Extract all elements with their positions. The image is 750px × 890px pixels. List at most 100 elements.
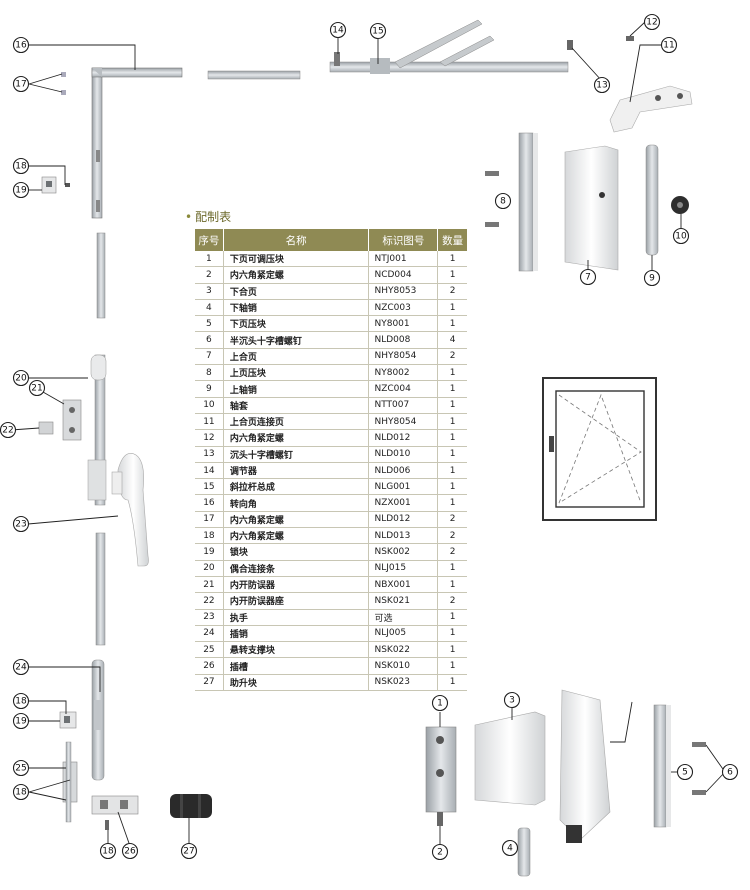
cell-code: NTT007	[368, 397, 439, 414]
callout-3: 3	[503, 691, 521, 709]
callout-4: 4	[501, 839, 519, 857]
cell-code: NLD006	[368, 462, 439, 480]
lift-block-27	[170, 794, 212, 818]
callout-number: 15	[372, 27, 383, 37]
header-no: 序号	[195, 229, 224, 251]
adjustable-block-1	[425, 726, 457, 813]
leader-lines	[10, 21, 726, 849]
callout-number: 1	[437, 699, 443, 709]
bottom-leaf-clamp-5	[653, 704, 671, 828]
callout-14: 14	[329, 21, 347, 39]
callout-circle	[501, 839, 519, 857]
connecting-bar-upper	[96, 232, 106, 319]
table-title: •配制表	[185, 208, 231, 225]
callout-circle	[329, 21, 347, 39]
callout-18: 18	[12, 783, 30, 801]
callout-number: 23	[15, 520, 26, 530]
callout-15: 15	[369, 22, 387, 40]
cell-no: 5	[195, 315, 224, 333]
header-name: 名称	[223, 229, 370, 251]
cell-qty: 2	[437, 543, 467, 561]
callout-number: 7	[585, 273, 591, 283]
callout-16: 16	[12, 36, 30, 54]
cell-name: 上轴销	[223, 380, 370, 398]
screw-13	[567, 40, 573, 50]
cell-name: 内六角紧定螺	[223, 429, 370, 447]
cell-no: 8	[195, 364, 224, 382]
cell-code: NTJ001	[368, 251, 439, 268]
cell-qty: 1	[437, 560, 467, 577]
callout-8: 8	[494, 192, 512, 210]
bottom-hinge-3b	[559, 689, 611, 843]
callout-6: 6	[721, 763, 739, 781]
cell-qty: 1	[437, 364, 467, 382]
cell-code: NLD010	[368, 446, 439, 463]
cell-qty: 1	[437, 494, 467, 512]
cell-qty: 1	[437, 299, 467, 317]
callout-circle	[99, 842, 117, 860]
cell-name: 内六角紧定螺	[223, 266, 370, 284]
cell-qty: 1	[437, 446, 467, 463]
cell-qty: 2	[437, 592, 467, 610]
cell-name: 斜拉杆总成	[223, 478, 370, 496]
stay-arm-15	[329, 19, 569, 74]
callout-2: 2	[431, 843, 449, 861]
cell-code: NLD008	[368, 331, 439, 349]
cell-no: 4	[195, 299, 224, 317]
bullet-icon: •	[185, 210, 193, 224]
cell-no: 1	[195, 251, 224, 268]
cell-name: 调节器	[223, 462, 370, 480]
callout-circle	[660, 36, 678, 54]
cell-name: 插槽	[223, 657, 370, 675]
cell-name: 半沉头十字槽螺钉	[223, 331, 370, 349]
header-code: 标识图号	[368, 229, 439, 251]
callout-circle	[579, 268, 597, 286]
callout-circle	[676, 763, 694, 781]
cell-name: 内开防误器	[223, 576, 370, 594]
cell-qty: 2	[437, 283, 467, 300]
callout-circle	[12, 515, 30, 533]
cell-name: 偶合连接条	[223, 560, 370, 577]
cell-name: 沉头十字槽螺钉	[223, 446, 370, 463]
callout-26: 26	[121, 842, 139, 860]
cell-qty: 1	[437, 674, 467, 692]
misoperation-device-21	[62, 399, 82, 441]
callout-number: 26	[124, 847, 136, 857]
callout-number: 9	[649, 274, 655, 284]
cell-qty: 1	[437, 609, 467, 626]
top-hinge-7	[564, 145, 619, 271]
cell-no: 6	[195, 331, 224, 349]
cell-no: 13	[195, 446, 224, 463]
callout-number: 16	[15, 41, 27, 51]
callout-number: 3	[509, 696, 515, 706]
callout-13: 13	[593, 76, 611, 94]
misoperation-seat-22	[38, 421, 54, 435]
callout-circle	[12, 369, 30, 387]
cell-no: 12	[195, 429, 224, 447]
callout-number: 19	[15, 186, 27, 196]
cell-no: 21	[195, 576, 224, 594]
cell-code: NLJ005	[368, 625, 439, 643]
cell-no: 7	[195, 348, 224, 366]
cell-code: NSK022	[368, 641, 439, 659]
cell-name: 下页压块	[223, 315, 370, 333]
cell-code: NZX001	[368, 494, 439, 512]
cell-no: 27	[195, 674, 224, 692]
callout-circle	[503, 691, 521, 709]
cell-code: NHY8054	[368, 348, 439, 366]
connecting-leaf-11	[609, 85, 693, 133]
callout-19: 19	[12, 712, 30, 730]
cell-name: 下页可调压块	[223, 251, 370, 268]
cell-no: 24	[195, 625, 224, 643]
cell-no: 15	[195, 478, 224, 496]
callout-circle	[12, 692, 30, 710]
